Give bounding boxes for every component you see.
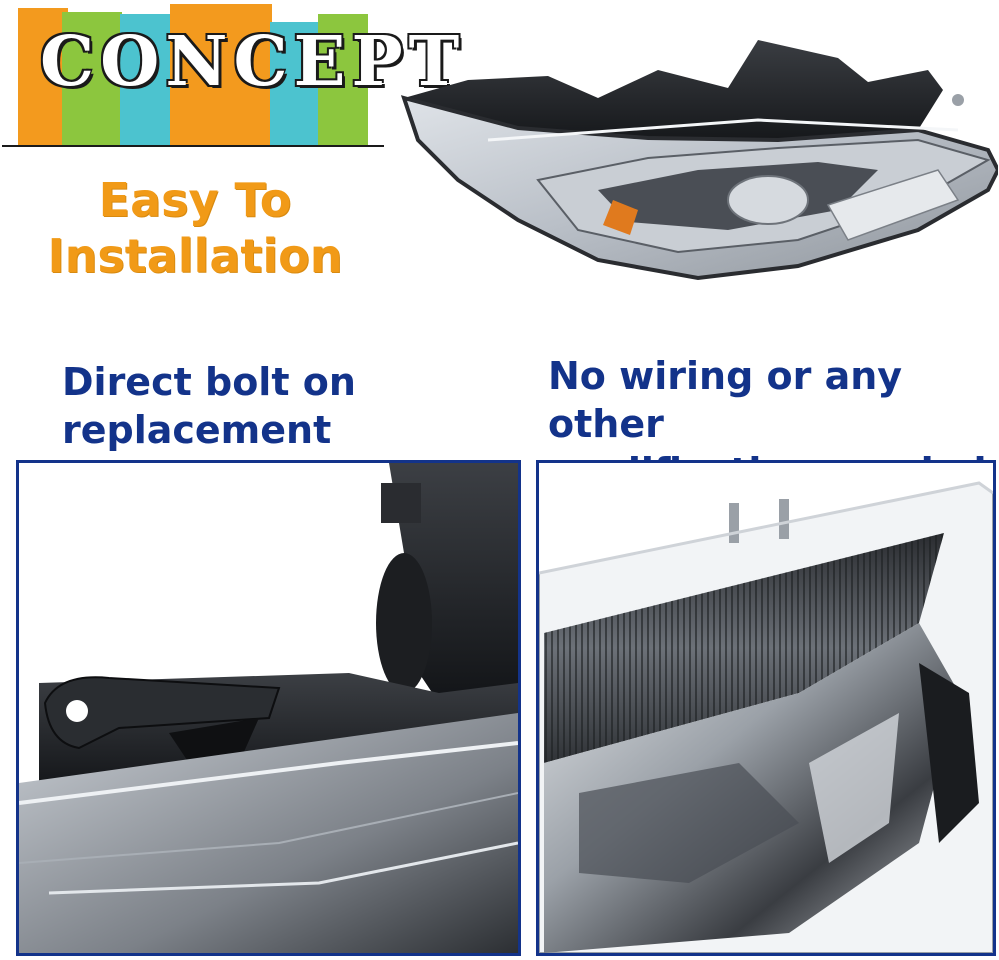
- mounting-bracket-closeup-image: [19, 463, 518, 953]
- feature-caption-line-1: No wiring or any other: [548, 354, 903, 446]
- panel-bolt-on: [16, 460, 521, 956]
- panel-no-wiring: [536, 460, 996, 956]
- headline-line-2: Installation: [47, 229, 343, 283]
- headline-line-1: Easy To: [98, 173, 292, 227]
- logo-underline: [2, 145, 384, 147]
- headlight-assembly-image: [398, 30, 998, 285]
- headline: Easy To Installation: [30, 172, 360, 284]
- feature-caption-line-1: Direct bolt on: [62, 360, 356, 404]
- feature-caption-bolt-on: Direct bolt on replacement: [62, 358, 482, 454]
- headlight-lens-closeup-image: [539, 463, 993, 953]
- feature-caption-line-2: replacement: [62, 408, 332, 452]
- brand-logo: CONCEPT: [0, 0, 466, 150]
- logo-text: CONCEPT: [40, 22, 466, 102]
